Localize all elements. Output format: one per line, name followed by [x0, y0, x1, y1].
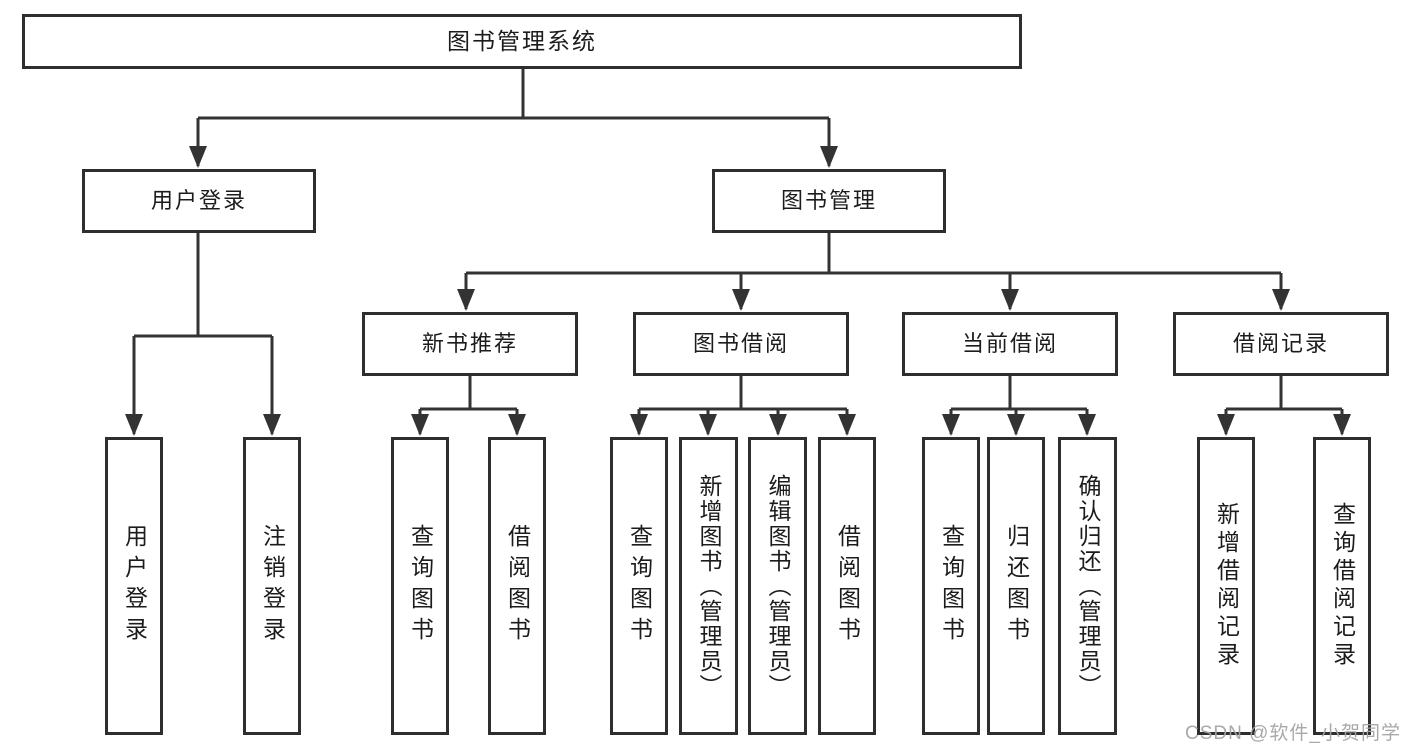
node-root-system: 图书管理系统: [22, 14, 1022, 69]
leaf-query-books-recommend: 查询图书: [391, 437, 449, 735]
csdn-watermark: CSDN @软件_小贺同学: [1185, 723, 1401, 744]
node-book-management: 图书管理: [712, 169, 946, 233]
leaf-edit-books-admin: 编辑图书（管理员）: [748, 437, 807, 735]
leaf-borrow-books: 借阅图书: [818, 437, 876, 735]
leaf-user-login: 用户登录: [105, 437, 163, 735]
node-user-login: 用户登录: [82, 169, 316, 233]
leaf-borrow-books-recommend: 借阅图书: [488, 437, 546, 735]
node-current-borrow: 当前借阅: [902, 312, 1118, 376]
leaf-query-books-borrow: 查询图书: [610, 437, 668, 735]
node-borrow-records: 借阅记录: [1173, 312, 1389, 376]
leaf-query-books-current: 查询图书: [922, 437, 980, 735]
leaf-logout: 注销登录: [243, 437, 301, 735]
connector-arrows: [125, 118, 1351, 436]
leaf-add-borrow-record: 新增借阅记录: [1197, 437, 1255, 735]
node-new-book-recommend: 新书推荐: [362, 312, 578, 376]
leaf-confirm-return-admin: 确认归还（管理员）: [1058, 437, 1117, 735]
node-book-borrow: 图书借阅: [633, 312, 849, 376]
leaf-add-books-admin: 新增图书（管理员）: [679, 437, 738, 735]
leaf-return-books: 归还图书: [987, 437, 1045, 735]
leaf-query-borrow-record: 查询借阅记录: [1313, 437, 1371, 735]
